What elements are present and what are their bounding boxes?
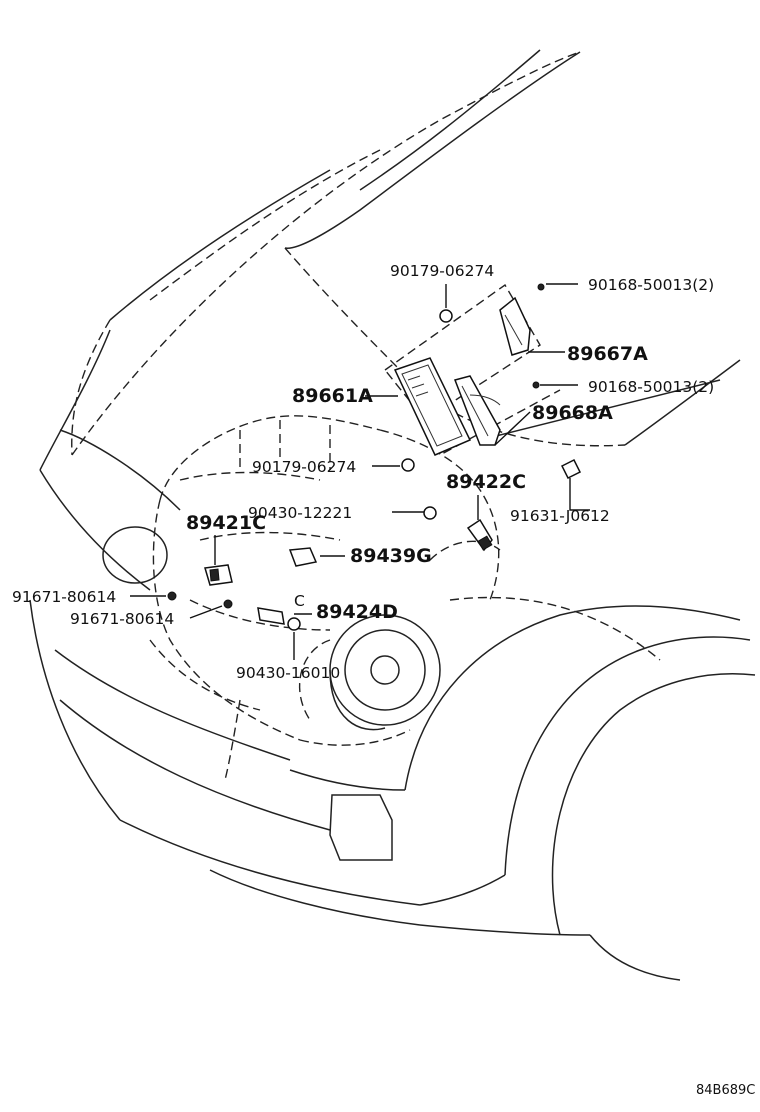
sensors	[167, 458, 582, 631]
callout-89668A: 89668A	[532, 402, 613, 424]
callouts: 90179-06274 90168-50013(2) 89667A 90168-…	[12, 262, 714, 682]
callout-90179-06274-lower: 90179-06274	[252, 458, 356, 476]
callout-90168-50013-lower: 90168-50013(2)	[588, 378, 714, 396]
callout-90179-06274-top: 90179-06274	[390, 262, 494, 280]
diagram-code: 84B689C	[696, 1083, 755, 1098]
callout-91671-80614-upper: 91671-80614	[12, 588, 116, 606]
callout-89661A: 89661A	[292, 385, 373, 407]
callout-89421C: 89421C	[186, 512, 266, 534]
callout-91631-J0612: 91631-J0612	[510, 507, 610, 525]
callout-90430-16010: 90430-16010	[236, 664, 340, 682]
callout-letter-C: C	[294, 592, 305, 610]
vehicle-outline	[29, 49, 756, 981]
callout-89424D: 89424D	[316, 601, 398, 623]
callout-89422C: 89422C	[446, 471, 526, 493]
callout-90168-50013-top: 90168-50013(2)	[588, 276, 714, 294]
callout-89439G: 89439G	[350, 545, 432, 567]
callout-90430-12221: 90430-12221	[248, 504, 352, 522]
callout-89667A: 89667A	[567, 343, 648, 365]
leader-lines	[130, 283, 590, 660]
ecu-assembly	[383, 283, 561, 472]
engine-phantom	[149, 415, 501, 781]
callout-91671-80614-lower: 91671-80614	[70, 610, 174, 628]
